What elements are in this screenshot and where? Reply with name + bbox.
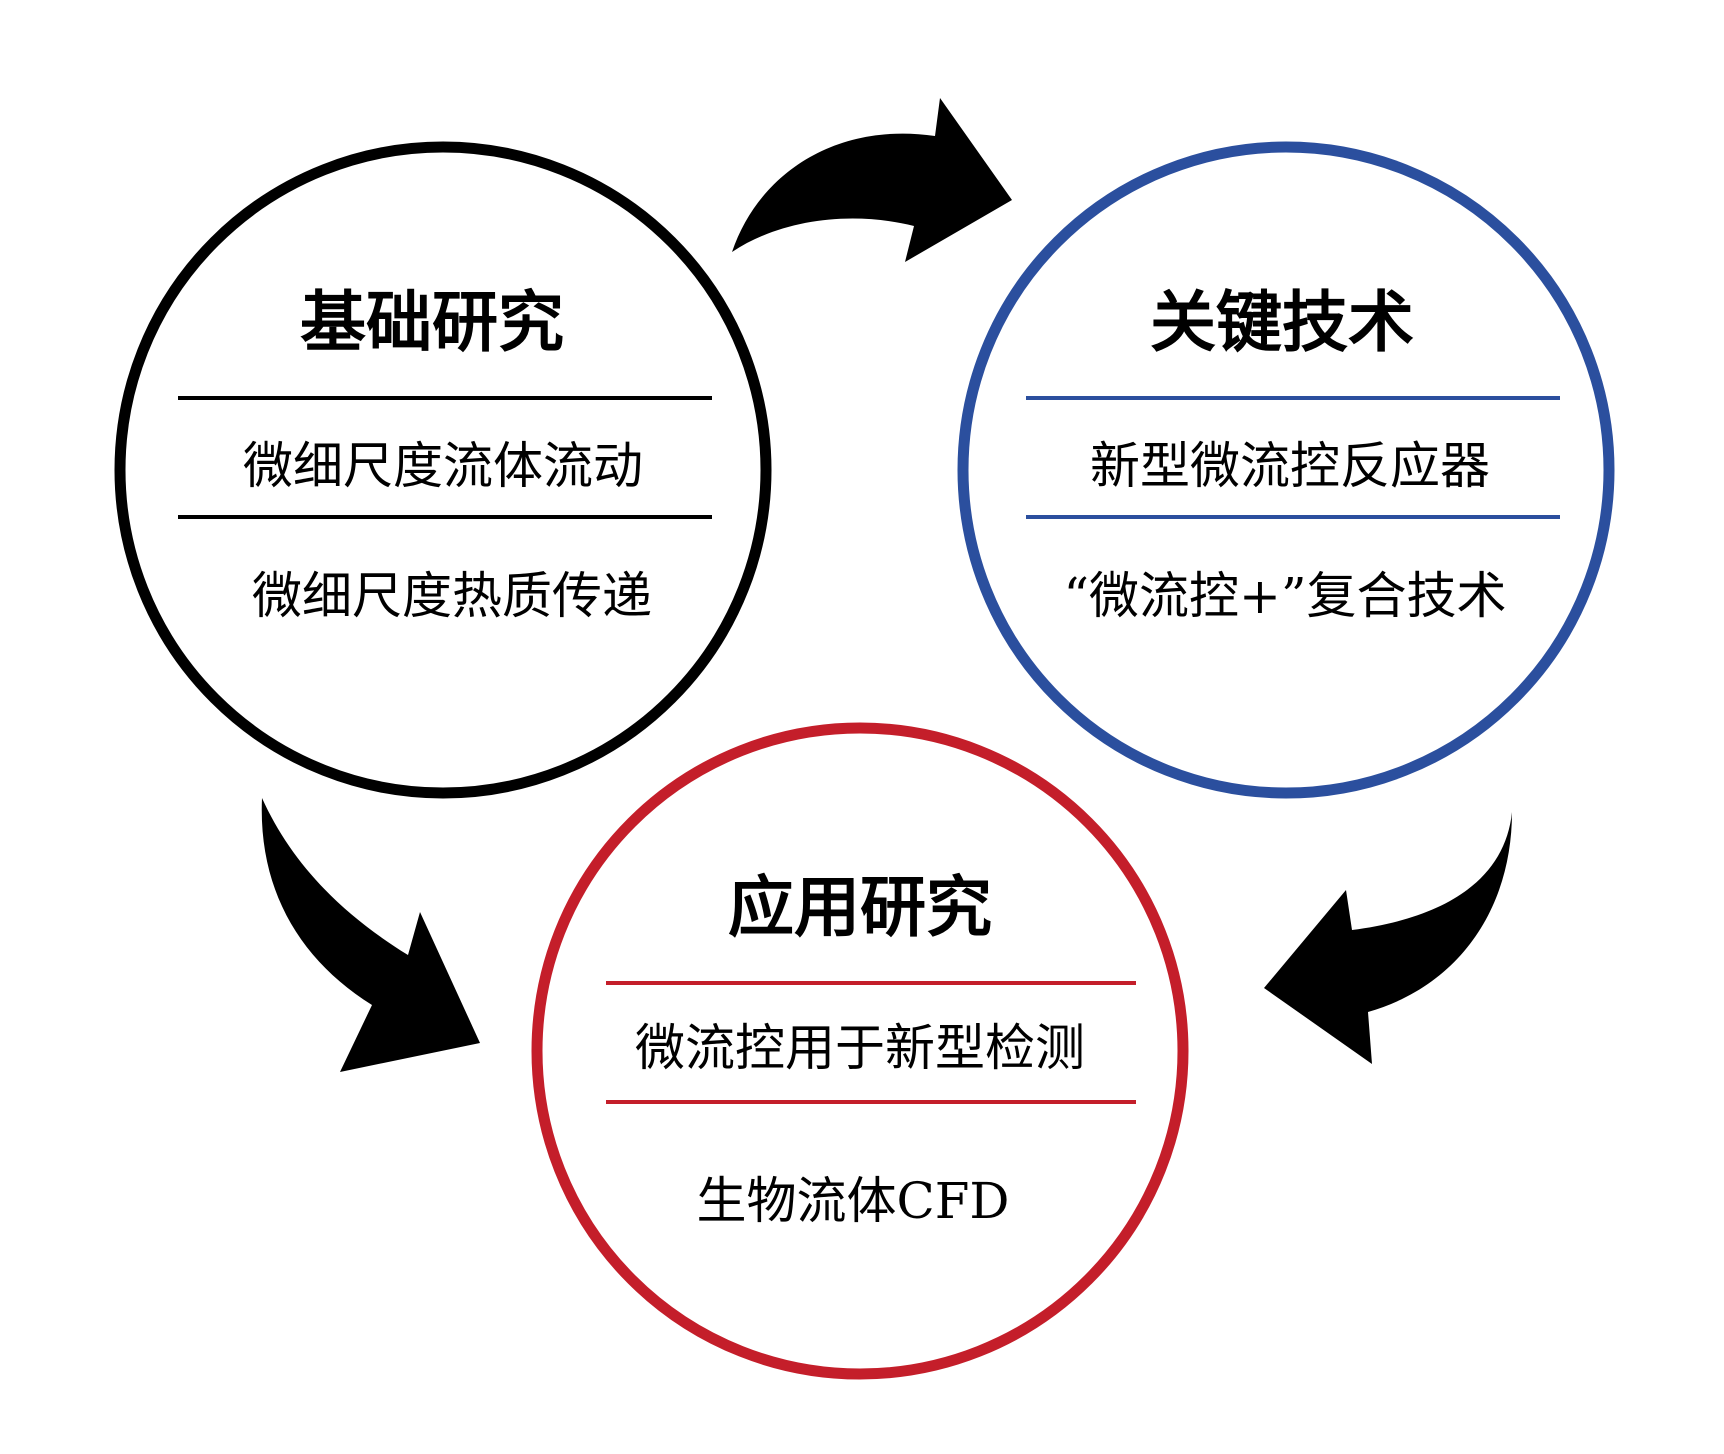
circle-basic-outline — [114, 141, 772, 799]
basic-title: 基础研究 — [300, 284, 564, 361]
key-item-2: “微流控+”复合技术 — [1063, 567, 1506, 625]
arrows — [261, 98, 1512, 1072]
circle-basic-research: 基础研究 微细尺度流体流动 微细尺度热质传递 — [114, 141, 772, 799]
arrow-key-to-application — [1264, 812, 1512, 1064]
circle-application-outline — [531, 722, 1189, 1380]
curved-arrow-icon — [1264, 812, 1512, 1064]
application-item-2: 生物流体CFD — [696, 1172, 1009, 1230]
basic-item-1: 微细尺度流体流动 — [243, 437, 643, 495]
application-item-1: 微流控用于新型检测 — [635, 1019, 1085, 1077]
application-title: 应用研究 — [728, 869, 992, 946]
key-item-1: 新型微流控反应器 — [1090, 437, 1490, 495]
circle-key-outline — [957, 141, 1615, 799]
circle-application-research: 应用研究 微流控用于新型检测 生物流体CFD — [531, 722, 1189, 1380]
circle-key-technology: 关键技术 新型微流控反应器 “微流控+”复合技术 — [957, 141, 1615, 799]
basic-item-2: 微细尺度热质传递 — [252, 567, 652, 625]
key-title: 关键技术 — [1150, 284, 1414, 361]
arrow-basic-to-application — [261, 798, 480, 1072]
arrow-basic-to-key — [732, 98, 1012, 262]
curved-arrow-icon — [732, 98, 1012, 262]
curved-arrow-icon — [261, 798, 480, 1072]
